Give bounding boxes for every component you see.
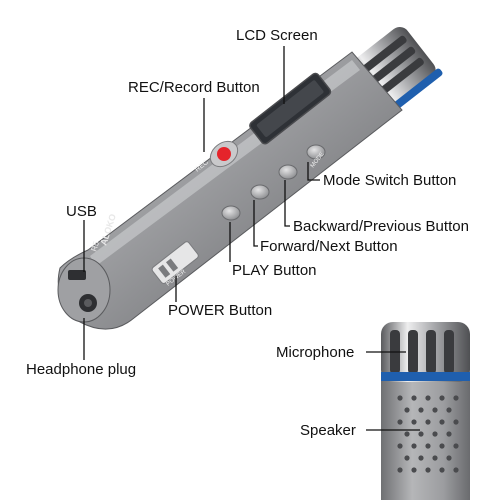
- label-forward-button: Forward/Next Button: [260, 238, 398, 255]
- speaker-hole: [404, 407, 410, 413]
- label-headphone-plug: Headphone plug: [26, 361, 137, 378]
- speaker-grille: [397, 395, 459, 473]
- speaker-hole: [397, 443, 403, 449]
- speaker-hole: [404, 431, 410, 437]
- speaker-hole: [439, 443, 445, 449]
- speaker-hole: [425, 419, 431, 425]
- slider-grip: [158, 264, 171, 278]
- backward-button[interactable]: [278, 164, 298, 180]
- leader-forward: [253, 200, 258, 247]
- speaker-hole: [411, 395, 417, 401]
- speaker-hole: [418, 455, 424, 461]
- label-backward-button: Backward/Previous Button: [293, 218, 469, 235]
- lcd-screen: [249, 72, 332, 145]
- power-slider[interactable]: [151, 241, 200, 285]
- speaker-hole: [397, 467, 403, 473]
- speaker-hole: [439, 395, 445, 401]
- speaker-hole: [432, 455, 438, 461]
- speaker-hole: [446, 431, 452, 437]
- headphone-jack-inner: [84, 299, 92, 307]
- model-mark: R5: [89, 240, 101, 253]
- leader-mode: [307, 162, 320, 181]
- label-mode-switch-button: Mode Switch Button: [323, 172, 457, 189]
- label-usb: USB: [66, 203, 97, 220]
- mode-switch-button[interactable]: [306, 144, 326, 160]
- speaker-hole: [453, 467, 459, 473]
- grille-slot: [408, 330, 418, 374]
- label-microphone: Microphone: [276, 344, 355, 361]
- speaker-hole: [411, 467, 417, 473]
- label-speaker: Speaker: [300, 422, 356, 439]
- slider-grip: [166, 258, 179, 272]
- recorder-body-group: ALOKO R5 REC MODE POWER: [57, 27, 443, 330]
- speaker-hole: [418, 431, 424, 437]
- speaker-hole: [411, 443, 417, 449]
- speaker-hole: [404, 455, 410, 461]
- speaker-hole: [439, 419, 445, 425]
- label-lcd-screen: LCD Screen: [236, 27, 318, 44]
- speaker-hole: [453, 395, 459, 401]
- grille-slot: [444, 330, 454, 374]
- label-power-button: POWER Button: [168, 302, 273, 319]
- grille-slot: [353, 35, 407, 80]
- speaker-hole: [425, 467, 431, 473]
- speaker-hole: [446, 407, 452, 413]
- speaker-hole: [397, 395, 403, 401]
- speaker-hole: [411, 419, 417, 425]
- speaker-hole: [432, 407, 438, 413]
- rec-button[interactable]: [205, 136, 242, 172]
- speaker-hole: [439, 467, 445, 473]
- lcd-glass: [256, 80, 324, 137]
- rec-dot: [217, 147, 231, 161]
- speaker-hole: [397, 419, 403, 425]
- speaker-hole: [453, 443, 459, 449]
- speaker-hole: [425, 443, 431, 449]
- inset-blue-ring: [381, 372, 470, 381]
- speaker-hole: [418, 407, 424, 413]
- forward-button[interactable]: [250, 184, 270, 200]
- speaker-hole: [432, 431, 438, 437]
- leader-backward: [284, 180, 290, 227]
- label-play-button: PLAY Button: [232, 262, 317, 279]
- usb-port[interactable]: [68, 270, 86, 280]
- leader-lines: [83, 46, 420, 431]
- speaker-hole: [425, 395, 431, 401]
- speaker-hole: [446, 455, 452, 461]
- play-button[interactable]: [221, 205, 241, 221]
- label-rec-button: REC/Record Button: [128, 79, 260, 96]
- inset-recorder: [381, 322, 470, 500]
- grille-slot: [426, 330, 436, 374]
- speaker-hole: [453, 419, 459, 425]
